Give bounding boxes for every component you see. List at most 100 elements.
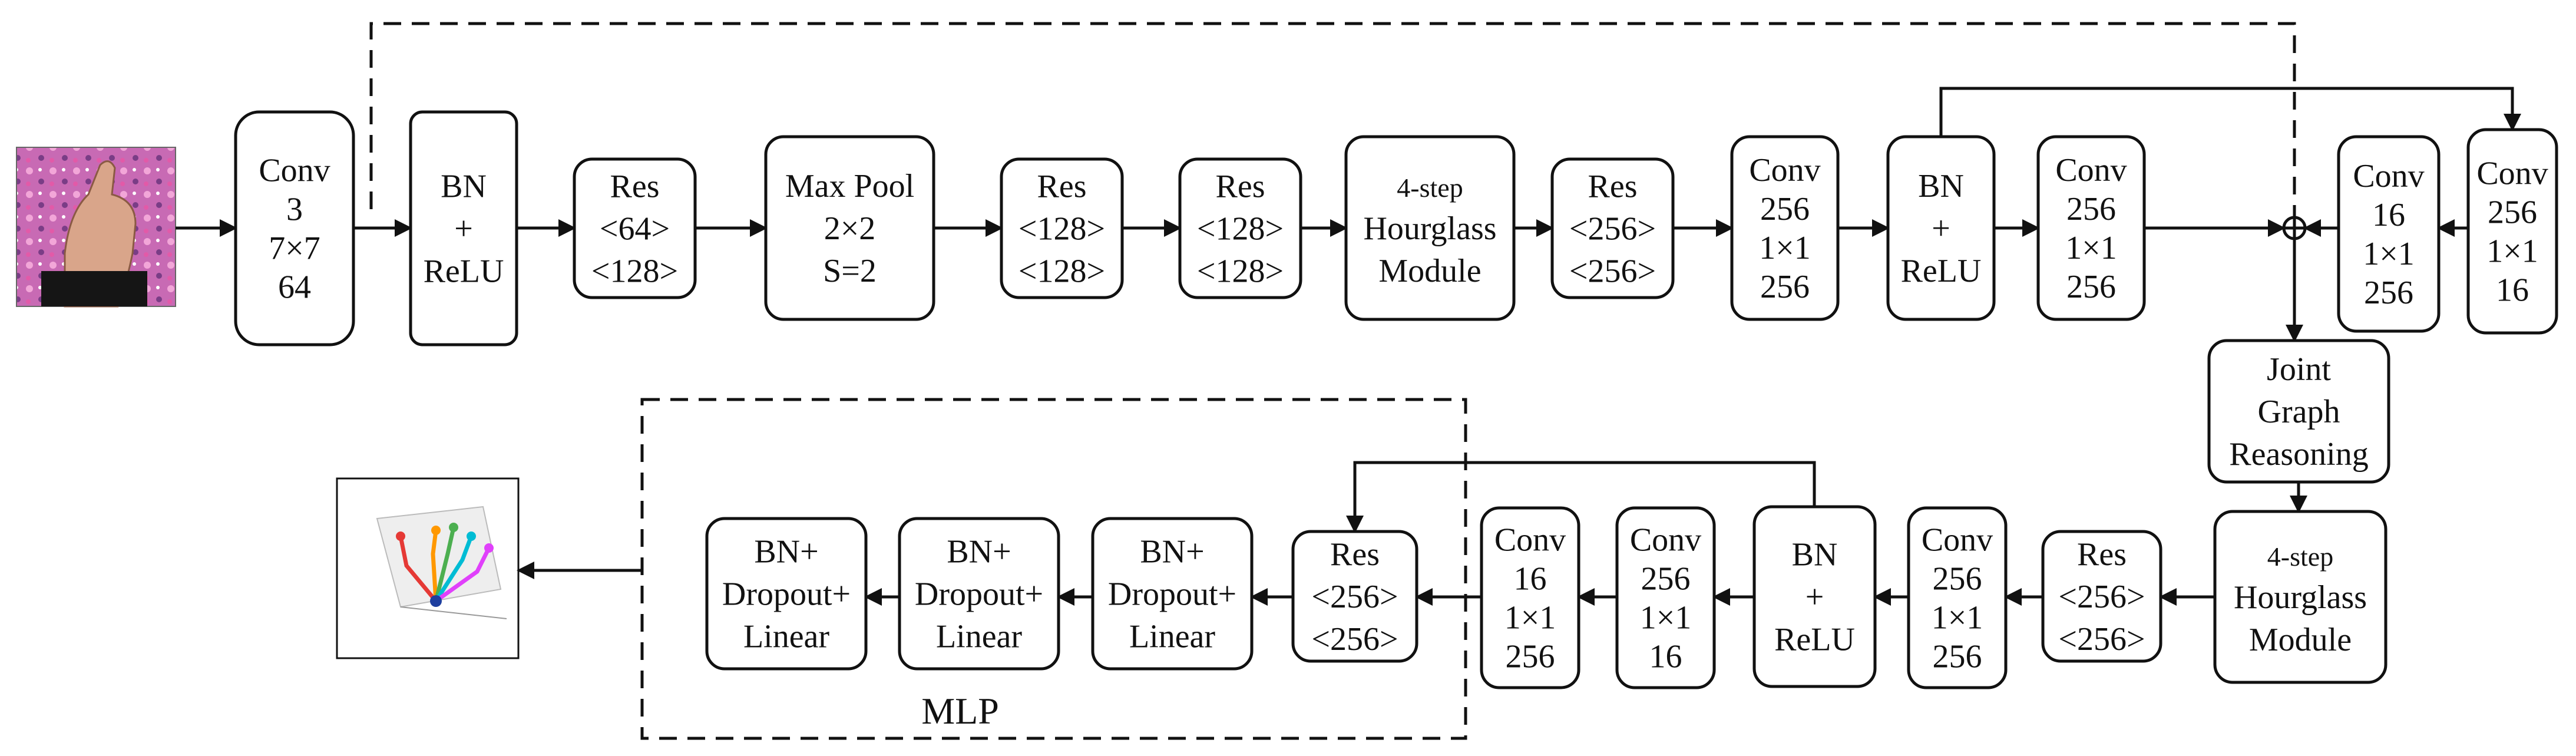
block-label-line: ReLU xyxy=(1901,253,1982,289)
mlp-group-outline xyxy=(640,398,1467,740)
block-bnrelu3: BN+ReLU xyxy=(1752,505,1877,688)
block-label-line: 16 xyxy=(2372,197,2405,233)
block-label-line: 7×7 xyxy=(269,230,320,267)
mlp-label: MLP xyxy=(921,690,999,732)
block-maxpool: Max Pool 2×2S=2 xyxy=(764,135,935,321)
block-label-line: Conv xyxy=(1630,522,1701,559)
block-label-line: Res xyxy=(1330,536,1380,573)
block-label-line: 64 xyxy=(278,269,311,306)
block-label-line: <256> xyxy=(1569,211,1656,247)
block-label-line: <128> xyxy=(591,253,678,290)
block-mlp2-box xyxy=(898,517,1060,671)
block-label-line: Dropout+ xyxy=(915,576,1043,613)
block-conv3-box xyxy=(2036,135,2146,321)
block-mlp3: BN+ Dropout+ Linear xyxy=(705,517,868,671)
block-bnrelu1-box xyxy=(409,110,518,346)
block-mlp1: BN+Dropout+Linear xyxy=(1091,517,1254,671)
block-label-line: 1×1 xyxy=(1759,230,1811,266)
block-res4-box xyxy=(1550,157,1675,299)
block-label-line: 256 xyxy=(2066,191,2116,227)
block-res5-box xyxy=(2041,530,2162,663)
block-label-line: <256> xyxy=(1311,579,1398,615)
block-label-line: Hourglass xyxy=(2234,579,2367,616)
block-label-line: <128> xyxy=(1197,253,1284,290)
block-hourglass1-box xyxy=(1344,135,1516,321)
block-label-line: <128> xyxy=(1019,211,1105,247)
block-conv5-box xyxy=(2466,128,2558,335)
block-label-line: Res xyxy=(1588,169,1638,205)
block-label-line: 256 xyxy=(1641,561,1691,597)
block-label-line: Hourglass xyxy=(1363,210,1496,247)
block-label-line: 256 xyxy=(1506,639,1555,675)
block-label-line: 16 xyxy=(1514,561,1547,597)
block-label-line: Conv xyxy=(2476,156,2548,192)
block-label-line: 4-step xyxy=(1397,173,1463,203)
block-label-line: <64> xyxy=(600,211,670,247)
block-label-line: Dropout+ xyxy=(1108,576,1236,613)
block-label-line: BN xyxy=(441,169,487,205)
block-label-line: 256 xyxy=(2066,269,2116,305)
block-mlp1-box xyxy=(1091,517,1254,671)
block-mlp3-box xyxy=(705,517,868,671)
block-res6-box xyxy=(1291,530,1418,663)
block-res5: Res <256> <256> xyxy=(2041,530,2162,663)
block-res3-box xyxy=(1178,157,1302,299)
block-label-line: Module xyxy=(1378,253,1481,289)
block-label-line: 256 xyxy=(1933,639,1982,675)
block-label-line: Graph xyxy=(2258,394,2340,430)
block-mlp2: BN+Dropout+Linear xyxy=(898,517,1060,671)
block-maxpool-box xyxy=(764,135,935,321)
block-res4: Res <256> <256> xyxy=(1550,157,1675,299)
connections xyxy=(176,22,2521,606)
block-label-line: <256> xyxy=(2058,621,2145,658)
block-label-line: <128> xyxy=(1019,253,1105,290)
block-label-line: Res xyxy=(2077,536,2127,573)
block-conv4-box xyxy=(2337,135,2441,333)
block-bnrelu2: BN+ReLU xyxy=(1886,135,1996,321)
block-res6: Res <256> <256> xyxy=(1291,530,1418,663)
block-label-line: Conv xyxy=(1749,152,1820,189)
block-label-line: Conv xyxy=(1922,522,1993,559)
block-label-line: 1×1 xyxy=(2363,236,2415,272)
block-label-line: Joint xyxy=(2267,351,2331,388)
block-label-line: Res xyxy=(1216,169,1265,205)
block-label-line: Module xyxy=(2249,622,2352,658)
block-conv1-box xyxy=(234,110,355,346)
block-label-line: 16 xyxy=(2496,272,2529,309)
block-label-line: 2×2 xyxy=(824,210,876,247)
block-label-line: <256> xyxy=(2058,579,2145,615)
block-label-line: S=2 xyxy=(823,253,877,289)
block-res3: Res <128> <128> xyxy=(1178,157,1302,299)
block-label-line: Linear xyxy=(743,619,829,655)
block-label-line: Conv xyxy=(2055,152,2127,189)
output-3d-pose-plot xyxy=(336,477,520,659)
block-label-line: Linear xyxy=(936,619,1022,655)
block-label-line: BN+ xyxy=(754,534,818,570)
block-label-line: 256 xyxy=(1933,561,1982,597)
block-label-line: 256 xyxy=(1760,269,1810,305)
block-label-line: + xyxy=(454,211,473,247)
block-label-line: <256> xyxy=(1311,621,1398,658)
block-conv2-box xyxy=(1730,135,1840,321)
block-conv7-box xyxy=(1615,506,1716,689)
block-label-line: <128> xyxy=(1197,211,1284,247)
block-label-line: 16 xyxy=(1649,639,1682,675)
block-label-line: <256> xyxy=(1569,253,1656,290)
block-label-line: 256 xyxy=(2364,275,2413,311)
block-label-line: Dropout+ xyxy=(722,576,851,613)
block-res1-box xyxy=(573,157,697,299)
block-label-line: Max Pool xyxy=(785,168,914,204)
block-label-line: ReLU xyxy=(424,253,504,290)
block-jgr-box xyxy=(2207,339,2390,484)
